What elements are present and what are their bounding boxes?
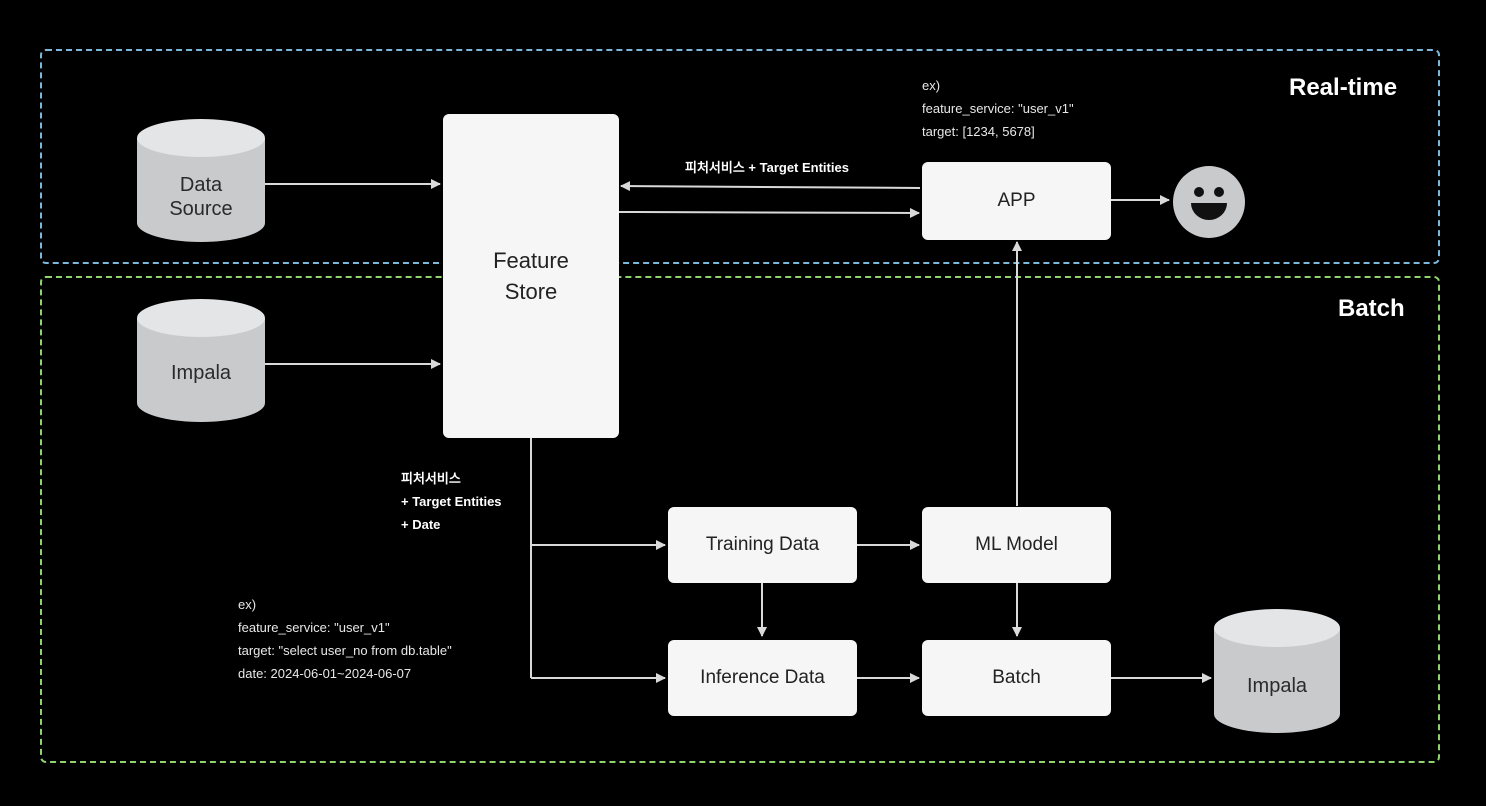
data-source-label-line2: Source — [169, 198, 233, 220]
realtime-request-note: 피처서비스 + Target Entities — [685, 160, 849, 175]
ml-model-node: ML Model — [922, 507, 1111, 583]
batch-example-line3: target: "select user_no from db.table" — [238, 643, 452, 658]
arrow-featurestore-to-app — [618, 207, 920, 218]
batch-node: Batch — [922, 640, 1111, 716]
batch-request-line3: + Date — [401, 517, 441, 532]
batch-example-line4: date: 2024-06-01~2024-06-07 — [238, 666, 412, 681]
batch-request-note: 피처서비스 + Target Entities + Date — [401, 467, 502, 536]
impala-output-cylinder: Impala — [1213, 608, 1341, 734]
realtime-zone-label: Real-time — [1289, 74, 1398, 101]
realtime-example-line2: feature_service: "user_v1" — [922, 101, 1074, 116]
batch-request-line1: 피처서비스 — [401, 471, 461, 486]
realtime-zone — [40, 49, 1440, 264]
arrow-app-to-featurestore — [620, 181, 921, 192]
realtime-example-note: ex) feature_service: "user_v1" target: [… — [922, 74, 1074, 143]
feature-store-label-line1: Feature — [493, 248, 569, 273]
smiley-icon — [1172, 165, 1246, 239]
training-data-node: Training Data — [668, 507, 857, 583]
realtime-example-line3: target: [1234, 5678] — [922, 124, 1035, 139]
realtime-example-line1: ex) — [922, 78, 941, 93]
inference-data-node: Inference Data — [668, 640, 857, 716]
batch-zone — [40, 276, 1440, 763]
inference-data-label: Inference Data — [700, 667, 825, 688]
impala-source-cylinder: Impala — [136, 298, 266, 423]
ml-model-label: ML Model — [975, 534, 1058, 555]
impala-source-label: Impala — [170, 362, 232, 384]
feature-store-node: Feature Store — [443, 114, 619, 438]
training-data-label: Training Data — [705, 534, 820, 555]
feature-store-label-line2: Store — [504, 279, 558, 304]
batch-zone-label: Batch — [1338, 295, 1405, 322]
app-node: APP — [922, 162, 1111, 240]
batch-example-note: ex) feature_service: "user_v1" target: "… — [238, 593, 452, 685]
data-source-cylinder: Data Source — [136, 118, 266, 243]
data-source-label-line1: Data — [179, 174, 223, 196]
impala-output-label: Impala — [1246, 675, 1308, 697]
batch-example-line1: ex) — [238, 597, 257, 612]
batch-request-line2: + Target Entities — [401, 494, 502, 509]
batch-example-line2: feature_service: "user_v1" — [238, 620, 390, 635]
app-label: APP — [997, 190, 1036, 211]
batch-node-label: Batch — [992, 667, 1041, 688]
